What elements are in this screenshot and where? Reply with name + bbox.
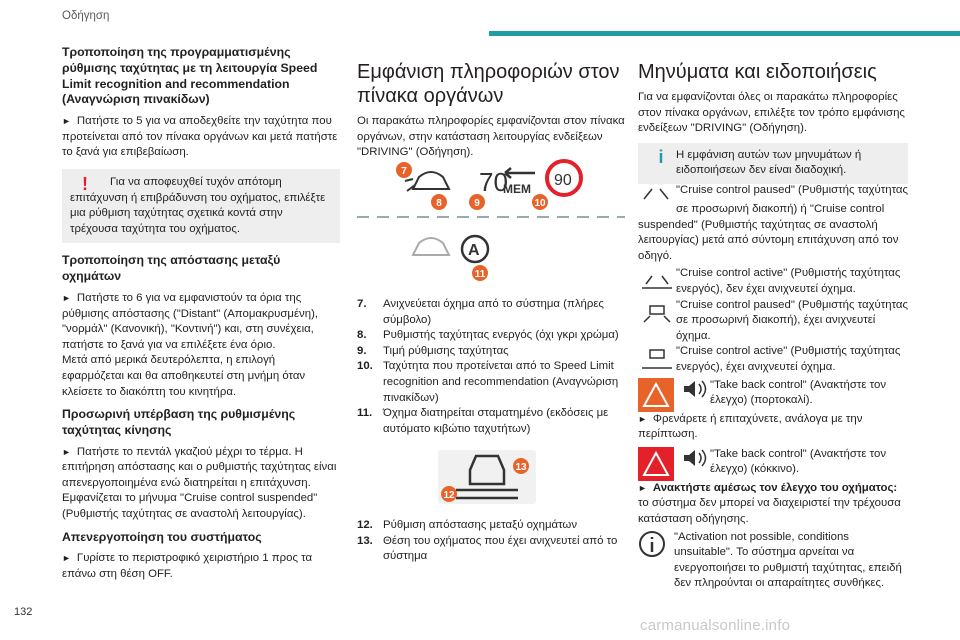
- distance-figure: 13 12: [438, 450, 536, 504]
- page-number: 132: [14, 606, 33, 618]
- speed-limit-sign-icon: [545, 159, 583, 197]
- arrow-icon: ►: [62, 446, 71, 457]
- paragraph: ►Ανακτήστε αμέσως τον έλεγχο του οχήματο…: [638, 481, 898, 494]
- list-item: 10.Ταχύτητα που προτείνεται από το Speed…: [357, 360, 619, 404]
- paragraph: Εμφανίζεται το μήνυμα "Cruise control su…: [62, 492, 318, 521]
- list-item: "Take back control" (Ανακτήστε τον έλεγχ…: [638, 446, 908, 481]
- red-warning-icon: [638, 446, 674, 481]
- svg-text:8: 8: [436, 198, 442, 209]
- list-item: 7.Ανιχνεύεται όχημα από το σύστημα (πλήρ…: [357, 298, 604, 326]
- paragraph: σε προσωρινή διακοπή) ή "Cruise control …: [638, 203, 899, 262]
- svg-text:13: 13: [515, 462, 527, 473]
- list-item: "Cruise control active" (Ρυθμιστής ταχύτ…: [638, 344, 908, 375]
- svg-text:12: 12: [443, 490, 455, 501]
- warning-box: ! Για να αποφευχθεί τυχόν απότομη επιτάχ…: [62, 168, 340, 244]
- info-text: Η εμφάνιση αυτών των μηνυμάτων ή ειδοποι…: [676, 148, 862, 177]
- svg-text:10: 10: [534, 198, 546, 209]
- legend-list: 7.Ανιχνεύεται όχημα από το σύστημα (πλήρ…: [357, 297, 625, 437]
- section-header: Οδήγηση: [62, 10, 110, 22]
- badge-7: [396, 162, 412, 178]
- column-3: Μηνύματα και ειδοποιήσεις Για να εμφανίζ…: [638, 60, 908, 184]
- badge-9: [469, 194, 485, 210]
- info-circle-icon: [639, 530, 665, 557]
- badge-10: [532, 194, 548, 210]
- section-title-messages: Μηνύματα και ειδοποιήσεις: [638, 61, 877, 83]
- list-item: 8.Ρυθμιστής ταχύτητας ενεργός (όχι γκρι …: [357, 329, 619, 342]
- svg-text:A: A: [468, 242, 480, 259]
- cruise-paused-icon: [643, 188, 669, 200]
- mem-arrow-icon: [504, 167, 535, 179]
- warning-icon: !: [82, 173, 88, 194]
- svg-text:7: 7: [401, 166, 407, 177]
- list-item: 11.Όχημα διατηρείται σταματημένο (εκδόσε…: [357, 407, 609, 435]
- vehicle-detected-grey-icon: [411, 237, 451, 256]
- heading-override: Προσωρινή υπέρβαση της ρυθμισμένης ταχύτ…: [62, 407, 296, 437]
- svg-text:9: 9: [474, 198, 480, 209]
- arrow-icon: ►: [62, 553, 71, 564]
- paragraph: ►Φρενάρετε ή επιταχύνετε, ανάλογα με την…: [638, 412, 863, 441]
- arrow-icon: ►: [638, 482, 647, 493]
- badge-8: [431, 194, 447, 210]
- column-1: Τροποποίηση της προγραμματισμένης ρύθμισ…: [62, 45, 340, 583]
- heading-speed-modification: Τροποποίηση της προγραμματισμένης ρύθμισ…: [62, 45, 318, 107]
- message-list: "Cruise control paused" (Ρυθμιστής ταχύτ…: [638, 183, 908, 592]
- paragraph: ►Γυρίστε το περιστροφικό χειριστήριο 1 π…: [62, 552, 313, 581]
- heading-distance: Τροποποίηση της απόστασης μεταξύ οχημάτω…: [62, 253, 281, 284]
- section-title-display: Εμφάνιση πληροφοριών στον πίνακα οργάνων: [357, 61, 620, 107]
- speaker-icon: [684, 380, 707, 398]
- badge-11: [472, 265, 488, 281]
- auto-hold-icon: A: [460, 234, 490, 264]
- arrow-icon: ►: [638, 413, 647, 424]
- orange-warning-icon: [638, 377, 674, 412]
- header-accent-bar: [489, 31, 960, 36]
- list-item: "Take back control" (Ανακτήστε τον έλεγχ…: [638, 377, 908, 412]
- list-item: 9.Τιμή ρύθμισης ταχύτητας: [357, 344, 509, 357]
- paragraph: ►Πατήστε το 6 για να εμφανιστούν τα όρια…: [62, 291, 319, 351]
- list-item: "Activation not possible, conditions uns…: [638, 530, 908, 592]
- car-front-icon: [468, 454, 506, 486]
- warning-text: Για να αποφευχθεί τυχόν απότομη επιτάχυν…: [70, 175, 326, 235]
- speed-limit-value: 90: [554, 172, 572, 189]
- footer-watermark: carmanualsonline.info: [640, 617, 791, 634]
- legend-list-2: 12.Ρύθμιση απόστασης μεταξύ οχημάτων 13.…: [357, 518, 625, 565]
- intro-paragraph: Για να εμφανίζονται όλες οι παρακάτω πλη…: [638, 91, 905, 135]
- svg-text:11: 11: [475, 269, 486, 280]
- paragraph: ►Πατήστε το πεντάλ γκαζιού μέχρι το τέρμ…: [62, 445, 337, 489]
- badge-13: [513, 458, 529, 474]
- paragraph: ►Πατήστε το 5 για να αποδεχθείτε την ταχ…: [62, 115, 338, 159]
- heading-deactivate: Απενεργοποίηση του συστήματος: [62, 529, 262, 544]
- paragraph: το σύστημα δεν μπορεί να διαχειριστεί τη…: [638, 497, 901, 525]
- speaker-icon: [684, 449, 707, 467]
- list-item: "Cruise control paused" (Ρυθμιστής ταχύτ…: [638, 183, 908, 203]
- list-item: 13.Θέση του οχήματος που έχει ανιχνευτεί…: [357, 534, 618, 563]
- arrow-icon: ►: [62, 292, 71, 303]
- cluster-display-figure: 70 MEM 90 A 7 8 9 10 11: [357, 159, 625, 281]
- intro-paragraph: Οι παρακάτω πληροφορίες εμφανίζονται στο…: [357, 115, 625, 159]
- column-2: Εμφάνιση πληροφοριών στον πίνακα οργάνων…: [357, 60, 625, 161]
- info-box: i Η εμφάνιση αυτών των μηνυμάτων ή ειδοπ…: [638, 142, 908, 184]
- cruise-paused-vehicle-icon: [643, 304, 671, 323]
- list-item: "Cruise control active" (Ρυθμιστής ταχύτ…: [638, 266, 908, 297]
- arrow-icon: ►: [62, 116, 71, 127]
- set-speed-value: 70: [479, 167, 508, 197]
- list-item: 12.Ρύθμιση απόστασης μεταξύ οχημάτων: [357, 519, 578, 531]
- info-icon: i: [658, 146, 664, 167]
- mem-label: MEM: [503, 182, 531, 196]
- cruise-active-vehicle-icon: [642, 349, 672, 370]
- badge-12: [441, 486, 457, 502]
- paragraph: Μετά από μερικά δευτερόλεπτα, η επιλογή …: [62, 354, 306, 398]
- vehicle-speed-icon: [404, 171, 451, 192]
- cruise-active-icon: [642, 275, 672, 290]
- list-item: "Cruise control paused" (Ρυθμιστής ταχύτ…: [638, 298, 908, 345]
